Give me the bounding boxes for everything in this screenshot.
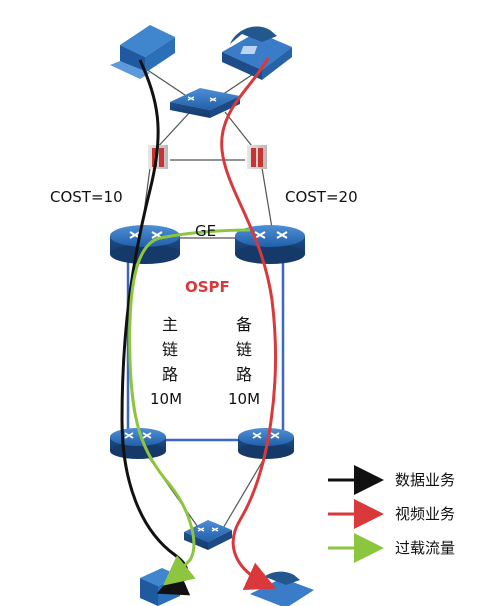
top-switch-icon	[170, 88, 240, 118]
primary-link-char-1: 主	[162, 315, 178, 334]
primary-link-char-3: 路	[162, 365, 178, 384]
ge-label: GE	[195, 222, 216, 240]
top-phone-icon	[222, 26, 292, 80]
primary-bandwidth-label: 10M	[150, 390, 182, 408]
top-pc-icon	[110, 25, 175, 79]
backup-bandwidth-label: 10M	[228, 390, 260, 408]
primary-link-char-2: 链	[162, 340, 178, 359]
overload-traffic-path	[128, 228, 251, 586]
legend-video-label: 视频业务	[395, 505, 455, 523]
left-lower-router-icon	[110, 428, 166, 459]
ospf-label: OSPF	[185, 278, 230, 296]
bottom-switch-icon	[184, 520, 232, 550]
left-firewall-icon	[148, 145, 168, 169]
primary-backup-links	[126, 258, 285, 442]
cost-right-label: COST=20	[285, 188, 358, 206]
bottom-phone-icon	[250, 571, 314, 606]
legend-data-label: 数据业务	[395, 471, 455, 489]
legend: 数据业务 视频业务 过载流量	[328, 465, 455, 563]
right-core-router-icon	[235, 225, 305, 264]
data-traffic-path	[120, 59, 191, 596]
backup-link-char-2: 链	[236, 340, 252, 359]
right-firewall-icon	[247, 145, 267, 169]
left-core-router-icon	[110, 225, 180, 264]
video-traffic-path	[220, 57, 277, 590]
cost-left-label: COST=10	[50, 188, 123, 206]
backup-link-char-1: 备	[236, 315, 252, 334]
backup-link-char-3: 路	[236, 365, 252, 384]
legend-overload-label: 过载流量	[395, 539, 455, 557]
topology-lines	[139, 64, 273, 531]
